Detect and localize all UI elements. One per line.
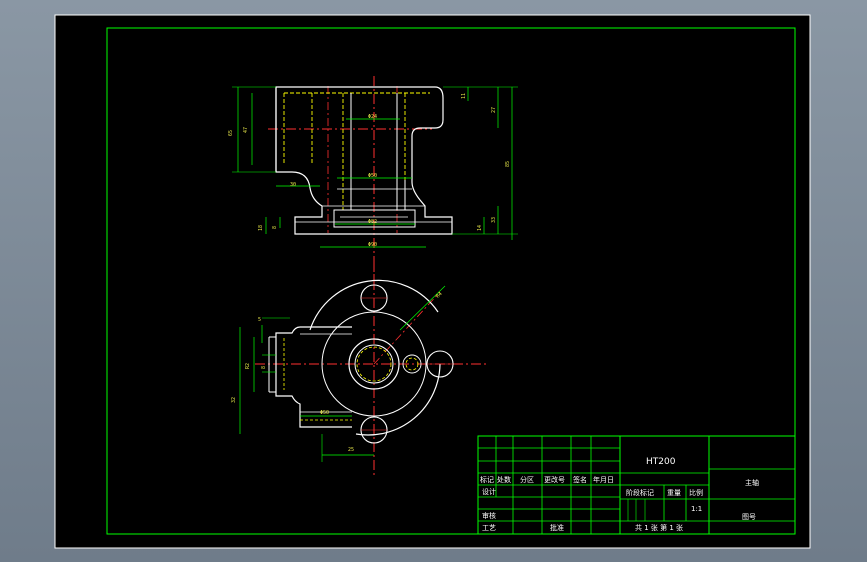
material-label: HT200 <box>646 457 676 467</box>
dim-right-total: 85 <box>505 161 511 167</box>
checker-label: 审核 <box>482 511 496 520</box>
stage-label: 阶段标记 <box>626 488 654 497</box>
sheet-border-outer <box>54 14 811 549</box>
top-left-arm <box>275 326 352 428</box>
top-flange-outline <box>309 279 441 436</box>
part-name: 主轴 <box>745 478 759 487</box>
dim-left-height: 65 <box>228 130 234 136</box>
dim-overall-width: Φ90 <box>368 242 377 248</box>
dim-offset: 25 <box>348 447 354 453</box>
dim-left-step: 30 <box>290 182 296 188</box>
dim-slot-width: 5 <box>258 317 261 323</box>
sheets-label: 共 1 张 第 1 张 <box>635 523 683 532</box>
scale-value: 1:1 <box>691 505 702 513</box>
top-view: R4 5 R2 8 32 Φ50 25 <box>231 262 488 476</box>
dim-right-upper: 27 <box>491 107 497 113</box>
title-block: HT200 主轴 图号 1:1 标记 处数 分区 更改号 签名 年月日 设计 审… <box>477 435 796 535</box>
dim-slot-depth: 8 <box>261 366 267 369</box>
row-label-2: 分区 <box>520 475 534 484</box>
sheet-border-inner <box>106 27 796 535</box>
dim-boss: Φ50 <box>320 410 329 416</box>
dim-base-small: 8 <box>272 226 278 229</box>
dim-right-base: 14 <box>477 225 483 231</box>
dim-right-top: 11 <box>461 93 467 99</box>
dim-right-lower: 33 <box>491 217 497 223</box>
drawing-sheet <box>55 15 810 548</box>
dim-left-inner: 47 <box>243 127 249 133</box>
dim-base-height: 18 <box>258 225 264 231</box>
process-label: 工艺 <box>482 524 496 532</box>
drawing-number: 图号 <box>742 513 756 521</box>
dim-top-hole: Φ24 <box>368 114 377 120</box>
scale-label: 比例 <box>689 488 703 497</box>
weight-label: 重量 <box>667 489 681 497</box>
dim-top-radius: R4 <box>435 291 444 300</box>
dim-mid-bore: Φ50 <box>368 173 377 179</box>
row-label-3: 更改号 <box>544 475 565 484</box>
dim-overall-left: 32 <box>231 397 237 403</box>
front-outline <box>275 86 453 235</box>
row-label-1: 处数 <box>497 475 511 484</box>
approve-label: 批准 <box>550 523 564 532</box>
row-label-4: 签名 <box>573 475 587 484</box>
dim-slot-left: R2 <box>245 363 251 369</box>
top-centerline-diagonal <box>373 291 441 365</box>
row-label-5: 年月日 <box>593 475 614 484</box>
dim-base-bore: Φ82 <box>368 219 377 225</box>
row-label-0: 标记 <box>480 475 494 484</box>
designer-label: 设计 <box>482 487 496 496</box>
front-view: 65 47 30 18 8 Φ24 Φ50 Φ82 Φ90 11 27 85 3… <box>228 76 518 290</box>
